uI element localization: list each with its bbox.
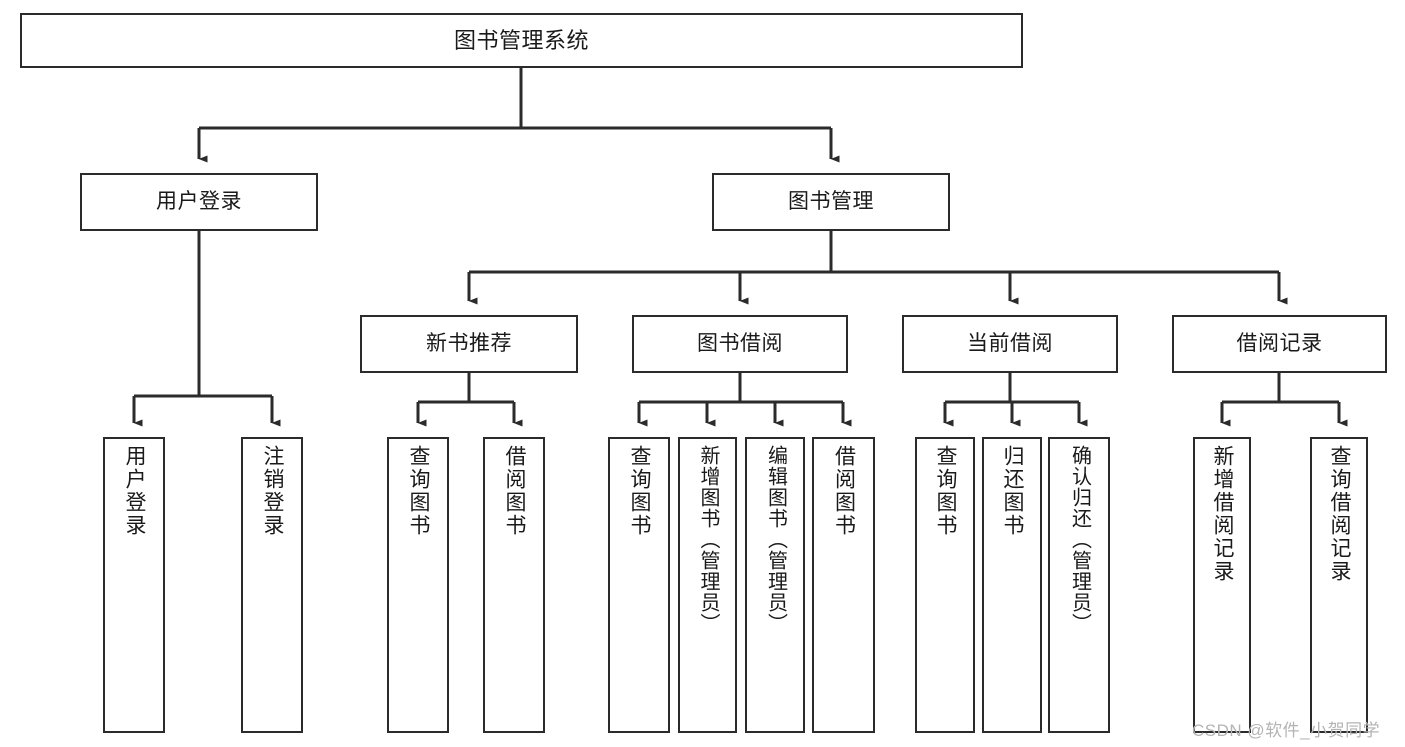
node-leaf-query-record[interactable]: 查询借阅记录 — [1310, 437, 1368, 733]
node-book-borrow[interactable]: 图书借阅 — [632, 315, 848, 373]
node-label-root: 图书管理系统 — [453, 27, 589, 53]
node-label-leaf-confirm-return: 确认归还（管理员） — [1068, 445, 1091, 634]
node-label-leaf-query-record: 查询借阅记录 — [1328, 445, 1352, 583]
node-label-leaf-query-book-2: 查询图书 — [628, 445, 652, 537]
node-leaf-query-book-1[interactable]: 查询图书 — [387, 437, 449, 733]
node-label-leaf-return-book: 归还图书 — [1001, 445, 1025, 537]
node-label-current-borrow: 当前借阅 — [967, 331, 1053, 355]
node-leaf-user-login[interactable]: 用户登录 — [103, 437, 165, 733]
node-label-leaf-query-book-1: 查询图书 — [407, 445, 431, 537]
node-label-leaf-edit-book: 编辑图书（管理员） — [764, 445, 787, 634]
node-new-book-rec[interactable]: 新书推荐 — [360, 315, 578, 373]
node-leaf-add-record[interactable]: 新增借阅记录 — [1193, 437, 1251, 733]
node-leaf-logout[interactable]: 注销登录 — [241, 437, 303, 733]
node-label-leaf-query-book-3: 查询图书 — [934, 445, 958, 537]
node-label-leaf-user-login: 用户登录 — [123, 445, 147, 537]
node-borrow-record[interactable]: 借阅记录 — [1172, 315, 1387, 373]
node-leaf-edit-book[interactable]: 编辑图书（管理员） — [745, 437, 805, 733]
node-leaf-add-book[interactable]: 新增图书（管理员） — [678, 437, 737, 733]
node-label-leaf-add-record: 新增借阅记录 — [1211, 445, 1235, 583]
node-label-borrow-record: 借阅记录 — [1236, 331, 1323, 355]
node-leaf-query-book-3[interactable]: 查询图书 — [915, 437, 975, 733]
node-label-leaf-borrow-book-1: 借阅图书 — [503, 445, 527, 537]
node-label-leaf-borrow-book-2: 借阅图书 — [832, 445, 856, 537]
node-leaf-borrow-book-1[interactable]: 借阅图书 — [483, 437, 545, 733]
node-label-leaf-logout: 注销登录 — [261, 445, 285, 537]
node-leaf-query-book-2[interactable]: 查询图书 — [608, 437, 670, 733]
node-root[interactable]: 图书管理系统 — [20, 13, 1023, 68]
node-label-user-login: 用户登录 — [156, 189, 242, 213]
node-leaf-confirm-return[interactable]: 确认归还（管理员） — [1048, 437, 1110, 733]
node-leaf-borrow-book-2[interactable]: 借阅图书 — [812, 437, 875, 733]
node-book-manage[interactable]: 图书管理 — [712, 173, 950, 231]
node-current-borrow[interactable]: 当前借阅 — [902, 315, 1118, 373]
node-label-book-borrow: 图书借阅 — [697, 331, 783, 355]
node-leaf-return-book[interactable]: 归还图书 — [982, 437, 1042, 733]
node-label-book-manage: 图书管理 — [788, 189, 874, 213]
node-label-new-book-rec: 新书推荐 — [426, 331, 512, 355]
node-user-login[interactable]: 用户登录 — [80, 173, 318, 231]
node-label-leaf-add-book: 新增图书（管理员） — [697, 445, 719, 634]
tree-connectors — [132, 68, 1348, 427]
